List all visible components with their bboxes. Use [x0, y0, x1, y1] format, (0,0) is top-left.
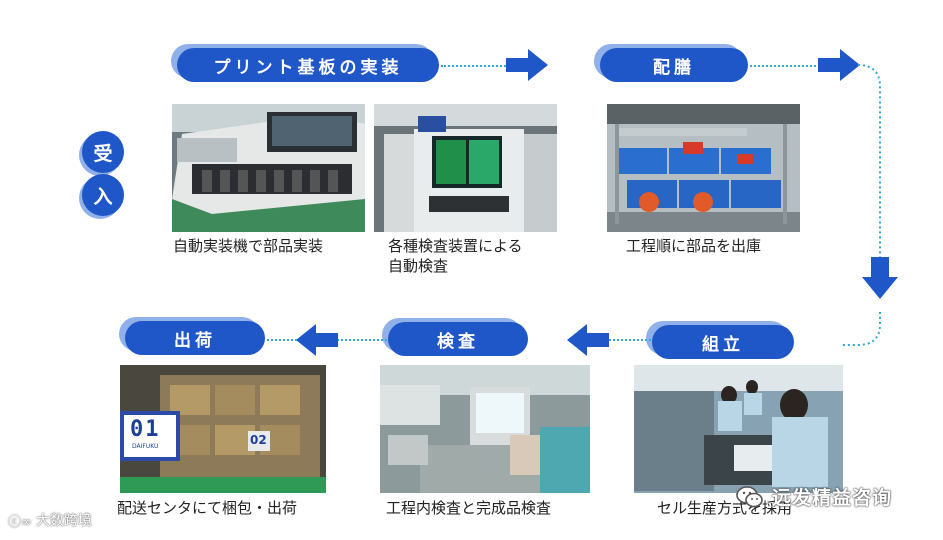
connector-assembly-inspection: [605, 339, 651, 341]
arrow-left-icon: [296, 324, 338, 356]
caption-aoi-line2: 自動検査: [388, 256, 448, 276]
step-shipping-pill: 出荷: [125, 321, 265, 355]
arrow-left-icon: [567, 324, 609, 356]
receive-circle-2: 入: [82, 174, 124, 216]
caption-kitting: 工程順に部品を出庫: [626, 236, 761, 256]
watermark-left: ⓒ∞ 大数跨境: [8, 510, 92, 530]
connector-kitting-right: [750, 65, 820, 67]
step-print-pill: プリント基板の実装: [177, 48, 439, 82]
caption-aoi-line1: 各種検査装置による: [388, 236, 523, 256]
step-kitting-label: 配膳: [653, 53, 695, 78]
connector-shipping-tail: [267, 339, 297, 341]
step-assembly-pill: 組立: [652, 325, 794, 359]
caption-mount: 自動実装機で部品実装: [173, 236, 323, 256]
connector-right-curve: [840, 62, 900, 352]
step-shipping-label: 出荷: [174, 326, 216, 351]
box-code-label: 02: [250, 433, 267, 447]
connector-inspection-shipping: [337, 339, 387, 341]
receive-label-2: 入: [93, 182, 112, 209]
rack-code-label: 01: [130, 417, 161, 442]
step-print-label: プリント基板の実装: [214, 53, 403, 78]
photo-shipping-warehouse: 01 DAIFUKU 02: [120, 365, 326, 493]
arrow-right-icon: [506, 49, 548, 81]
photo-assembly-cell: [634, 365, 843, 493]
receive-label-1: 受: [93, 139, 112, 166]
watermark-right: 远发精益咨询: [736, 483, 892, 510]
photo-aoi-inspection: [374, 104, 557, 232]
photo-smt-mounter: [172, 104, 365, 232]
caption-shipping: 配送センタにて梱包・出荷: [117, 498, 297, 518]
caption-inspection: 工程内検査と完成品検査: [386, 498, 551, 518]
arrow-down-icon: [862, 257, 898, 299]
connector-print-kitting: [441, 65, 509, 67]
watermark-right-text: 远发精益咨询: [772, 483, 892, 510]
receive-circle-1: 受: [82, 131, 124, 173]
step-kitting-pill: 配膳: [600, 48, 748, 82]
rack-sub-label: DAIFUKU: [132, 443, 158, 450]
step-inspection-pill: 検査: [388, 322, 528, 356]
step-assembly-label: 組立: [702, 330, 744, 355]
watermark-left-icon: ⓒ∞: [8, 511, 32, 530]
wechat-icon: [736, 485, 764, 509]
step-inspection-label: 検査: [437, 327, 479, 352]
watermark-left-text: 大数跨境: [36, 510, 92, 530]
photo-kitting-bins: [607, 104, 800, 232]
photo-inspection-station: [380, 365, 590, 493]
